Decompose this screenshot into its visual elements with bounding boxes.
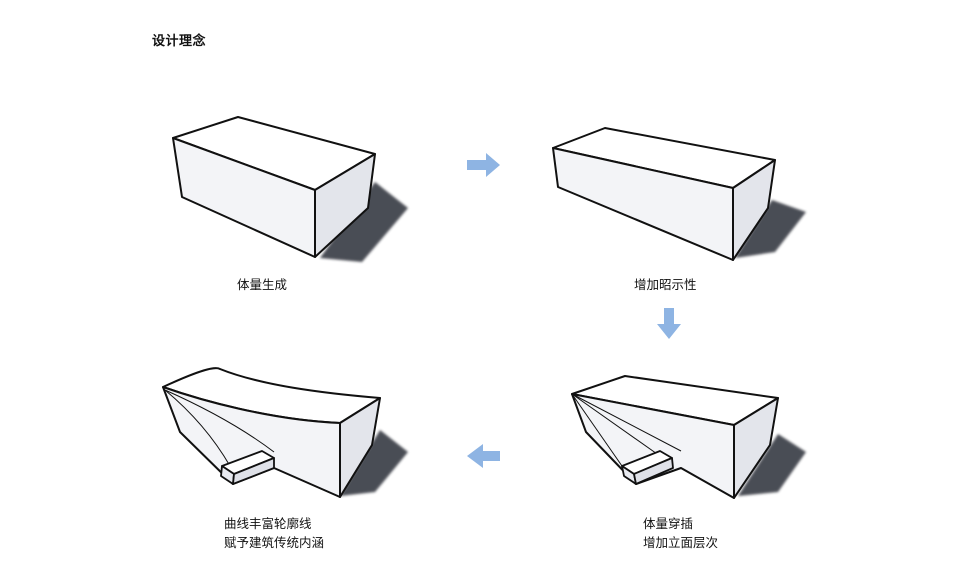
box-step-2 bbox=[552, 127, 806, 261]
box-3-shadow bbox=[738, 434, 806, 496]
caption-step-1: 体量生成 bbox=[237, 275, 287, 294]
box-4-front bbox=[162, 386, 341, 498]
box-step-1 bbox=[172, 116, 408, 262]
caption-step-3-line-2: 增加立面层次 bbox=[643, 535, 719, 550]
arrow-down-icon bbox=[657, 308, 681, 339]
box-4-shadow bbox=[340, 430, 408, 496]
box-4-slab-side bbox=[232, 457, 275, 485]
caption-step-3: 体量穿插 增加立面层次 bbox=[643, 514, 718, 552]
box-1-shadow bbox=[320, 182, 408, 262]
box-4-side bbox=[339, 397, 381, 498]
caption-step-3-line-1: 体量穿插 bbox=[643, 516, 694, 531]
caption-step-1-line-1: 体量生成 bbox=[237, 277, 288, 292]
box-3-slab-side bbox=[633, 457, 674, 485]
caption-step-4: 曲线丰富轮廓线 赋予建筑传统内涵 bbox=[224, 514, 324, 552]
box-3-side bbox=[733, 397, 779, 499]
page-title: 设计理念 bbox=[152, 34, 207, 49]
caption-step-2: 增加昭示性 bbox=[634, 275, 697, 294]
box-step-4 bbox=[162, 367, 408, 498]
box-2-side bbox=[732, 159, 776, 261]
box-step-3 bbox=[571, 375, 806, 499]
box-1-side bbox=[314, 153, 376, 258]
caption-step-4-line-2: 赋予建筑传统内涵 bbox=[224, 535, 325, 550]
box-2-shadow bbox=[735, 200, 806, 258]
caption-step-2-line-1: 增加昭示性 bbox=[634, 277, 697, 292]
caption-step-4-line-1: 曲线丰富轮廓线 bbox=[224, 516, 312, 531]
arrow-left-icon bbox=[467, 444, 500, 468]
arrow-right-icon bbox=[467, 153, 500, 177]
